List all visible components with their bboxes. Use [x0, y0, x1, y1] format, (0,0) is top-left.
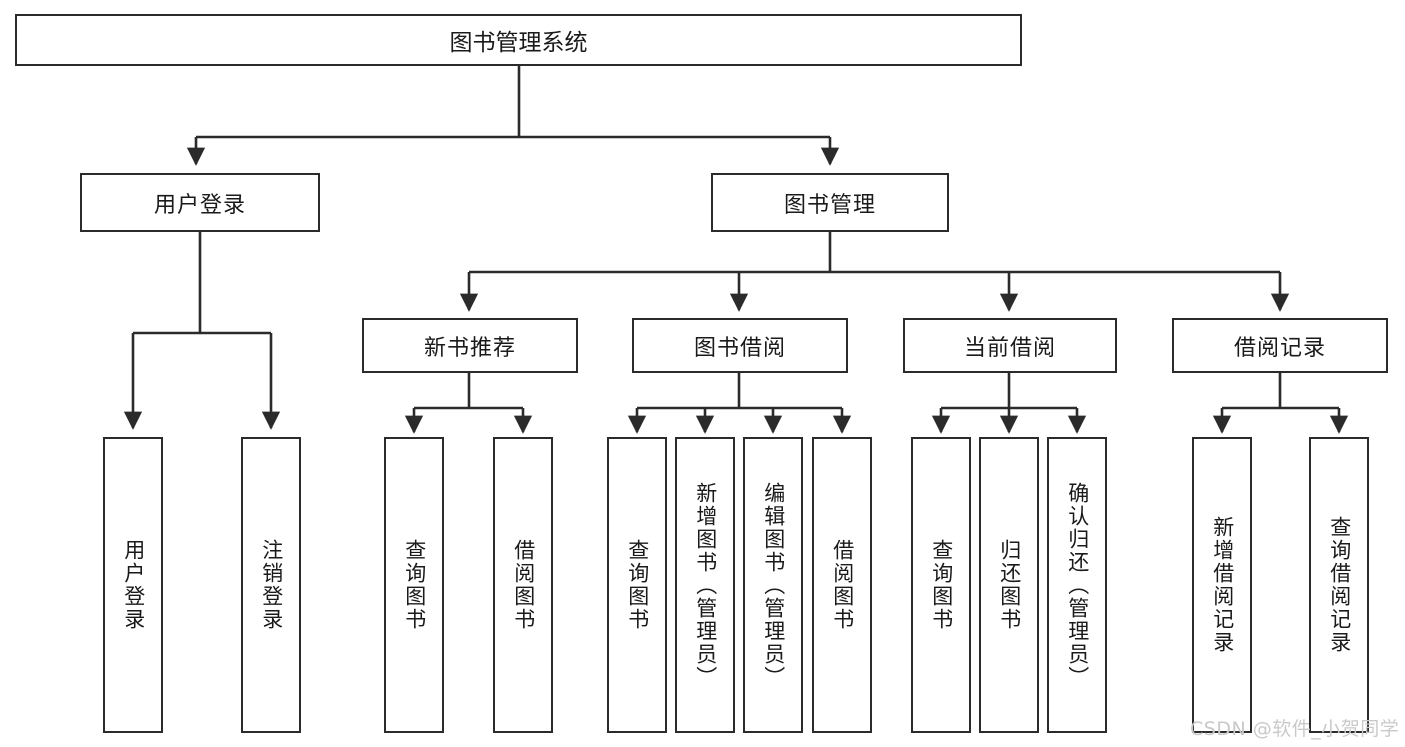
- node-new-book-recommend-label: 新书推荐: [423, 335, 516, 361]
- leaf-borrow-book-1[interactable]: 借阅图书: [493, 437, 553, 733]
- node-borrow-record-label: 借阅记录: [1233, 335, 1326, 361]
- leaf-query-book-3-label: 查询图书: [929, 539, 954, 631]
- leaf-add-book-label: 新增图书（管理员）: [693, 481, 718, 689]
- leaf-edit-book-label: 编辑图书（管理员）: [761, 481, 786, 689]
- node-root[interactable]: 图书管理系统: [15, 14, 1022, 66]
- watermark-text: CSDN @软件_小贺同学: [1190, 718, 1400, 740]
- node-book-borrow[interactable]: 图书借阅: [632, 318, 848, 373]
- node-current-borrow[interactable]: 当前借阅: [903, 318, 1117, 373]
- leaf-confirm-return-label: 确认归还（管理员）: [1065, 481, 1090, 689]
- node-book-borrow-label: 图书借阅: [693, 335, 786, 361]
- leaf-add-record[interactable]: 新增借阅记录: [1192, 437, 1252, 733]
- leaf-query-book-1[interactable]: 查询图书: [384, 437, 444, 733]
- node-root-label: 图书管理系统: [449, 30, 588, 56]
- node-current-borrow-label: 当前借阅: [963, 335, 1056, 361]
- leaf-return-book[interactable]: 归还图书: [979, 437, 1039, 733]
- node-book-manage-label: 图书管理: [783, 192, 876, 218]
- leaf-query-book-3[interactable]: 查询图书: [911, 437, 971, 733]
- leaf-borrow-book-2[interactable]: 借阅图书: [812, 437, 872, 733]
- node-borrow-record[interactable]: 借阅记录: [1172, 318, 1388, 373]
- leaf-return-book-label: 归还图书: [997, 539, 1022, 631]
- leaf-user-login[interactable]: 用户登录: [103, 437, 163, 733]
- leaf-query-record-label: 查询借阅记录: [1327, 516, 1352, 654]
- watermark: CSDN @软件_小贺同学: [1190, 714, 1399, 741]
- leaf-logout-login-label: 注销登录: [259, 539, 284, 631]
- leaf-logout-login[interactable]: 注销登录: [241, 437, 301, 733]
- leaf-user-login-label: 用户登录: [121, 539, 146, 631]
- node-book-manage[interactable]: 图书管理: [711, 173, 949, 232]
- leaf-query-book-2[interactable]: 查询图书: [607, 437, 667, 733]
- leaf-add-record-label: 新增借阅记录: [1210, 516, 1235, 654]
- leaf-borrow-book-1-label: 借阅图书: [511, 539, 536, 631]
- node-new-book-recommend[interactable]: 新书推荐: [362, 318, 578, 373]
- leaf-edit-book[interactable]: 编辑图书（管理员）: [743, 437, 803, 733]
- leaf-query-book-1-label: 查询图书: [402, 539, 427, 631]
- leaf-borrow-book-2-label: 借阅图书: [830, 539, 855, 631]
- leaf-add-book[interactable]: 新增图书（管理员）: [675, 437, 735, 733]
- leaf-query-book-2-label: 查询图书: [625, 539, 650, 631]
- leaf-confirm-return[interactable]: 确认归还（管理员）: [1047, 437, 1107, 733]
- node-user-login[interactable]: 用户登录: [80, 173, 320, 232]
- leaf-query-record[interactable]: 查询借阅记录: [1309, 437, 1369, 733]
- node-user-login-label: 用户登录: [153, 192, 246, 218]
